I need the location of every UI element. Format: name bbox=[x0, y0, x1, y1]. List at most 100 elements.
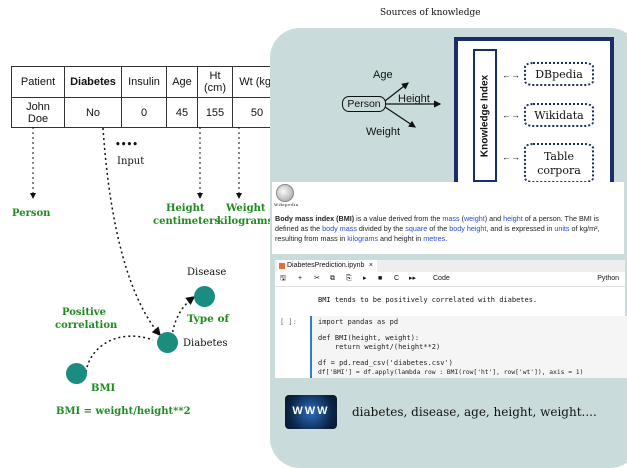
kilograms-label: kilograms bbox=[217, 216, 274, 227]
wikipedia-logo-icon bbox=[276, 184, 294, 202]
table-row: John Doe No 0 45 155 50 bbox=[11, 97, 282, 128]
wiki-link-units[interactable]: units bbox=[554, 224, 570, 233]
code-line: df['BMI'] = df.apply(lambda row : BMI(ro… bbox=[318, 369, 584, 376]
person-label: Person bbox=[12, 208, 51, 219]
kg-arrow: ←→ bbox=[502, 110, 520, 120]
type-of-label: Type of bbox=[187, 313, 229, 325]
notebook-tab-title: DiabetesPrediction.ipynb bbox=[287, 262, 365, 269]
wiki-text-run: and height in bbox=[378, 234, 424, 243]
add-icon[interactable]: + bbox=[298, 275, 303, 282]
bmi-label: BMI bbox=[91, 383, 116, 394]
code-line: def BMI(height, weight): bbox=[318, 334, 420, 342]
cell-prompt: [ ]: bbox=[280, 318, 297, 326]
notebook-tab[interactable]: DiabetesPrediction.ipynb × bbox=[277, 260, 377, 272]
run-icon[interactable]: ▸ bbox=[363, 275, 367, 282]
wiki-abbr: (BMI) bbox=[336, 214, 355, 223]
kg-age-label: Age bbox=[373, 69, 393, 81]
disease-label: Disease bbox=[187, 267, 227, 278]
centimeters-label: centimeters bbox=[153, 216, 220, 227]
code-line: df = pd.read_csv('diabetes.csv') bbox=[318, 359, 453, 367]
cell-type-select[interactable]: Code bbox=[433, 275, 450, 282]
height-label: Height bbox=[166, 203, 205, 214]
wikipedia-logo-text: Wikipedia bbox=[274, 202, 299, 207]
knowledge-index: Knowledge Index bbox=[473, 49, 497, 182]
notebook-file-icon bbox=[279, 263, 285, 269]
table-header: Ht (cm) bbox=[197, 66, 233, 98]
kg-person-node: Person bbox=[342, 96, 386, 112]
disease-node bbox=[194, 286, 215, 307]
source-table-corpora: Table corpora bbox=[524, 143, 594, 183]
table-header: Patient bbox=[11, 66, 65, 98]
wiki-link-square[interactable]: square bbox=[405, 224, 428, 233]
diabetes-label: Diabetes bbox=[183, 338, 228, 349]
age-edge bbox=[384, 82, 409, 102]
table-cell: John Doe bbox=[11, 97, 65, 128]
table-header: Age bbox=[166, 66, 198, 98]
wiki-text-run: of kg/m², resulting from mass in bbox=[275, 224, 600, 243]
code-cell[interactable]: [ ]: import pandas as pd def BMI(height,… bbox=[280, 316, 627, 378]
kg-height-label: Height bbox=[398, 93, 430, 105]
notebook-tabbar: DiabetesPrediction.ipynb × bbox=[275, 260, 625, 272]
input-dots: •••• bbox=[115, 140, 139, 150]
www-text: WWW bbox=[292, 405, 330, 417]
title: Sources of knowledge bbox=[380, 8, 481, 18]
wikipedia-snippet: Wikipedia Body mass index (BMI) is a val… bbox=[272, 182, 624, 254]
kg-arrow: ←→ bbox=[502, 152, 520, 162]
kg-arrow: ←→ bbox=[502, 70, 520, 80]
wiki-link-height[interactable]: height bbox=[503, 214, 523, 223]
wiki-text-run: is a value derived from the bbox=[354, 214, 443, 223]
knowledge-index-label: Knowledge Index bbox=[479, 74, 491, 157]
bmi-to-diabetes-edge bbox=[85, 335, 154, 373]
code-line: return weight/(height**2) bbox=[318, 343, 441, 351]
input-label: Input bbox=[117, 156, 145, 167]
wiki-link-kilograms[interactable]: kilograms bbox=[347, 234, 379, 243]
notebook-toolbar: 🖫 + ✂ ⧉ ⎘ ▸ ■ C ▸▸ Code Python bbox=[275, 272, 625, 287]
table-cell: 155 bbox=[197, 97, 233, 128]
table-header: Diabetes bbox=[64, 66, 122, 98]
wiki-bold: Body mass index bbox=[275, 214, 335, 223]
wiki-text-run: ) and bbox=[484, 214, 504, 223]
kernel-name: Python bbox=[597, 275, 619, 282]
weight-edge bbox=[384, 106, 416, 128]
bmi-node bbox=[66, 363, 87, 384]
patient-table: Patient Diabetes Insulin Age Ht (cm) Wt … bbox=[11, 66, 282, 128]
web-badge: WWW bbox=[285, 395, 337, 429]
wiki-link-body-mass[interactable]: body mass bbox=[322, 224, 357, 233]
restart-icon[interactable]: C bbox=[394, 275, 400, 282]
table-cell: 0 bbox=[121, 97, 167, 128]
copy-icon[interactable]: ⧉ bbox=[330, 275, 335, 282]
source-wikidata: Wikidata bbox=[524, 103, 594, 127]
wiki-link-mass[interactable]: mass bbox=[442, 214, 460, 223]
positive-label: Positive bbox=[62, 307, 106, 318]
stop-icon[interactable]: ■ bbox=[378, 275, 383, 282]
wiki-link-metres[interactable]: metres bbox=[423, 234, 446, 243]
notebook: DiabetesPrediction.ipynb × 🖫 + ✂ ⧉ ⎘ ▸ ■… bbox=[275, 260, 627, 378]
save-icon[interactable]: 🖫 bbox=[280, 275, 286, 282]
table-cell: 45 bbox=[166, 97, 198, 128]
left-connectors bbox=[30, 127, 242, 373]
fast-forward-icon[interactable]: ▸▸ bbox=[409, 275, 417, 282]
source-dbpedia: DBpedia bbox=[524, 62, 594, 86]
kg-arrows bbox=[384, 82, 442, 128]
input-to-diabetes-arrow bbox=[102, 127, 161, 337]
wiki-text-run: ( bbox=[459, 214, 464, 223]
paste-icon[interactable]: ⎘ bbox=[346, 275, 352, 282]
wiki-text-run: , and is expressed in bbox=[486, 224, 555, 233]
correlation-label: correlation bbox=[55, 320, 118, 331]
diabetes-to-disease-edge bbox=[171, 296, 196, 338]
diabetes-node bbox=[157, 332, 178, 353]
close-icon[interactable]: × bbox=[368, 262, 373, 269]
wiki-text-run: divided by the bbox=[356, 224, 406, 233]
kg-weight-label: Weight bbox=[366, 126, 401, 138]
markdown-cell[interactable]: BMI tends to be positively correlated wi… bbox=[318, 296, 538, 304]
wiki-text-run: . bbox=[445, 234, 448, 243]
wikipedia-text: Body mass index (BMI) is a value derived… bbox=[275, 214, 621, 244]
wiki-link-weight[interactable]: weight bbox=[463, 214, 485, 223]
code-line: import pandas as pd bbox=[318, 318, 399, 326]
cut-icon[interactable]: ✂ bbox=[314, 275, 320, 282]
wiki-text-run: of the bbox=[427, 224, 450, 233]
web-keywords: diabetes, disease, age, height, weight..… bbox=[352, 405, 597, 419]
wiki-link-body-height[interactable]: body height bbox=[449, 224, 487, 233]
weight-label: Weight bbox=[226, 203, 266, 214]
wiki-text-run: of a person. The BMI is defined as the bbox=[275, 214, 599, 233]
